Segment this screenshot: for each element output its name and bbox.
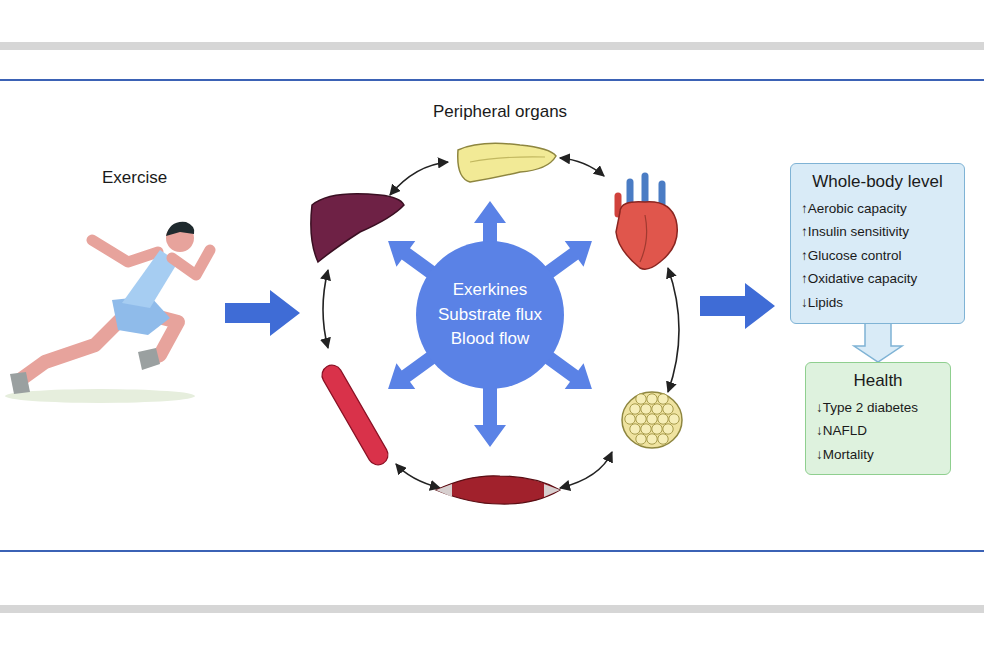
whole-body-box: Whole-body level↑Aerobic capacity↑Insuli… — [790, 163, 965, 324]
list-item: ↑Aerobic capacity — [799, 197, 956, 221]
list-item: ↓Mortality — [814, 443, 942, 467]
flow-arrow — [225, 290, 300, 336]
adipose-tissue — [622, 392, 682, 448]
box-heading: Health — [814, 368, 942, 394]
circle-text: Blood flow — [451, 327, 529, 352]
list-item: ↑Insulin sensitivity — [799, 220, 956, 244]
list-item: ↑Glucose control — [799, 244, 956, 268]
exercise-label: Exercise — [102, 168, 167, 188]
muscle — [436, 476, 560, 504]
pancreas — [458, 143, 556, 182]
radial-arrows — [379, 201, 602, 447]
box-heading: Whole-body level — [799, 169, 956, 195]
frame-line — [0, 79, 984, 81]
health-box: Health↓Type 2 diabetes↓NAFLD↓Mortality — [805, 362, 951, 475]
runner-figure — [5, 222, 210, 403]
circle-text: Exerkines — [453, 278, 528, 303]
list-item: ↓Type 2 diabetes — [814, 396, 942, 420]
flow-arrow — [700, 283, 775, 329]
top-band — [0, 42, 984, 50]
organs-label: Peripheral organs — [433, 102, 567, 122]
list-item: ↓Lipids — [799, 291, 956, 315]
list-item: ↓NAFLD — [814, 419, 942, 443]
block-arrow — [854, 322, 902, 362]
bottom-band — [0, 605, 984, 613]
blood-vessel — [318, 362, 391, 469]
liver — [311, 194, 404, 262]
heart — [616, 176, 677, 269]
frame-line — [0, 550, 984, 552]
circle-text: Substrate flux — [438, 303, 542, 328]
exerkine-circle: ExerkinesSubstrate fluxBlood flow — [415, 240, 565, 390]
list-item: ↑Oxidative capacity — [799, 267, 956, 291]
